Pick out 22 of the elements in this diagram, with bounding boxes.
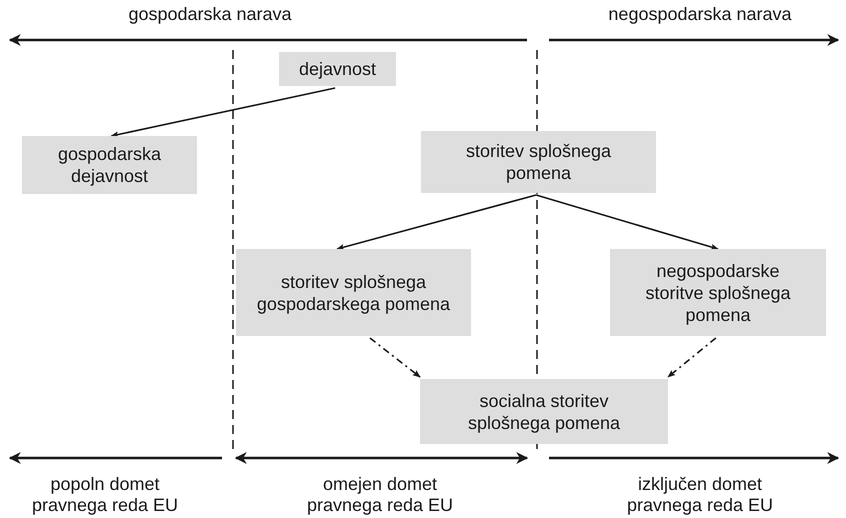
box-text: storitev splošnega pomena [464,140,612,184]
arrow [536,194,719,250]
box-text: negospodarske storitve splošnega pomena [644,260,792,326]
process-box [421,131,656,193]
process-box [22,136,197,194]
box-text: storitev splošnega gospodarskega pomena [256,270,452,314]
range-label: omejen domet pravnega reda EU [306,474,454,516]
arrow [336,194,536,250]
process-box [279,52,396,86]
arrow [110,87,336,138]
box-text: gospodarska dejavnost [56,143,162,187]
box-text: dejavnost [298,58,376,80]
range-label: negospodarska narava [607,4,793,25]
process-box [610,249,826,336]
range-label: popoln domet pravnega reda EU [30,474,180,516]
arrow [667,337,716,378]
range-label: izključen domet pravnega reda EU [626,474,774,516]
process-box [420,379,668,444]
range-label: gospodarska narava [127,4,293,25]
box-text: socialna storitev splošnega pomena [466,390,622,434]
process-box [236,249,471,336]
arrow [369,337,421,378]
